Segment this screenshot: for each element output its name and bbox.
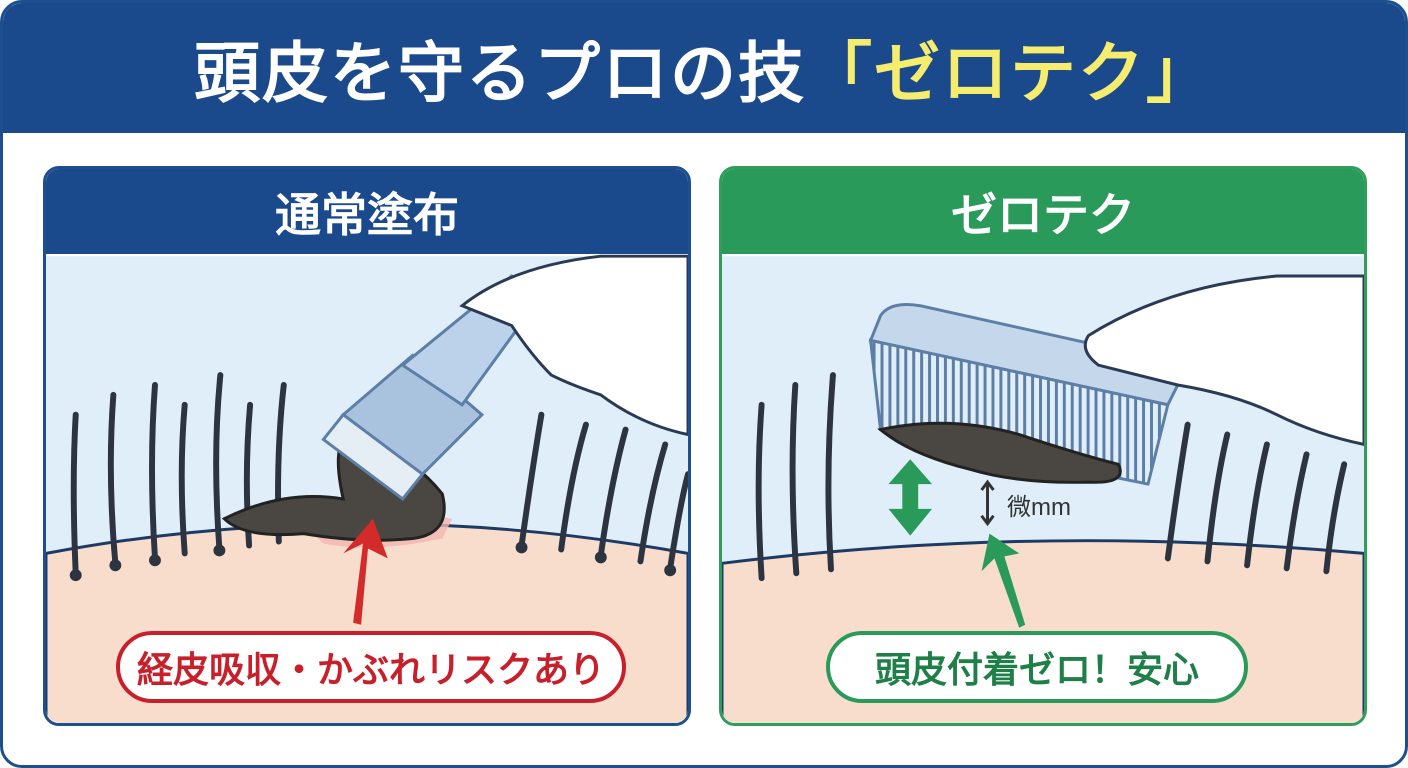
panel-title: ゼロテク	[722, 169, 1364, 254]
title-main: 頭皮を守るプロの技	[194, 35, 806, 112]
header-banner: 頭皮を守るプロの技「ゼロテク」	[3, 3, 1405, 133]
risk-label-text: 経皮吸収・かぶれリスクあり	[136, 650, 605, 691]
title-highlight: 「ゼロテク」	[806, 35, 1214, 112]
gap-arrow-icon	[980, 479, 995, 527]
hand-icon	[1083, 274, 1364, 446]
safe-label: 頭皮付着ゼロ！安心	[826, 631, 1248, 703]
zerotech-panel: ゼロテク 微mm 頭皮付着ゼロ！安心	[719, 166, 1367, 726]
hair-strands	[70, 372, 688, 577]
green-double-arrow-icon	[888, 459, 933, 536]
comb	[868, 303, 1190, 486]
risk-label: 経皮吸収・かぶれリスクあり	[116, 631, 626, 703]
color-paste	[877, 421, 1122, 484]
normal-application-panel: 通常塗布 経皮吸収・かぶれリスクあり	[43, 166, 691, 726]
panel-title: 通常塗布	[46, 169, 688, 254]
red-arrow	[343, 518, 388, 625]
safe-label-text: 頭皮付着ゼロ！安心	[874, 650, 1199, 691]
hand-icon	[459, 254, 688, 437]
hair-strands	[755, 372, 1348, 582]
green-arrow	[981, 533, 1026, 628]
gap-label: 微mm	[1007, 494, 1071, 521]
